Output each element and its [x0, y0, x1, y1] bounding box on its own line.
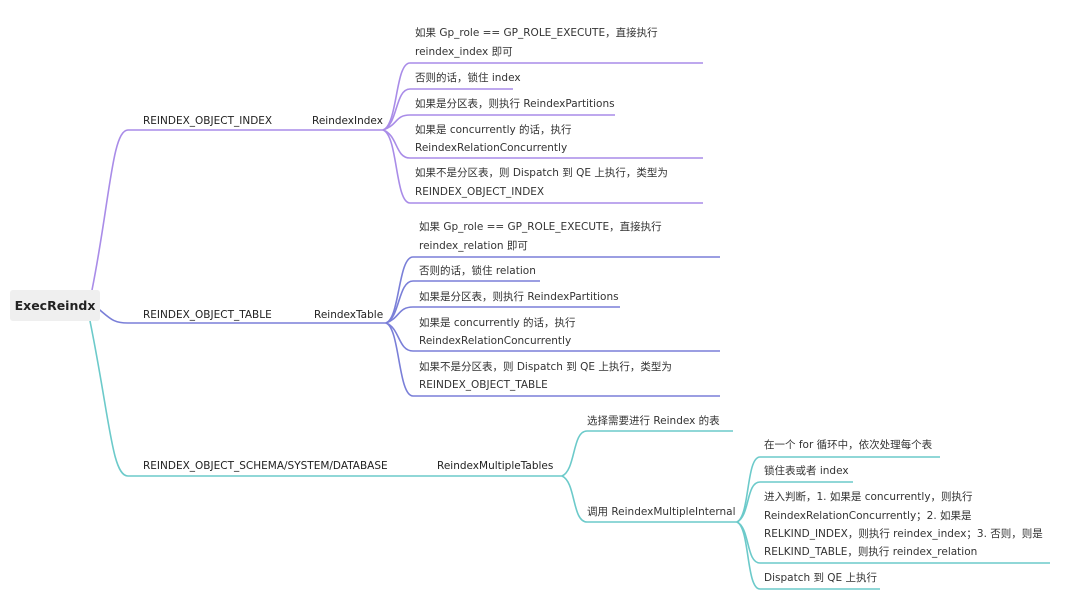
index-child-4-line-1: 如果是 concurrently 的话，执行 [415, 124, 572, 136]
internal-child-3-line-1: 进入判断，1. 如果是 concurrently，则执行 [764, 491, 973, 503]
index-child-2: 否则的话，锁住 index [415, 72, 521, 84]
branch-table-func[interactable]: ReindexTable [314, 309, 384, 321]
table-child-5-line-2: REINDEX_OBJECT_TABLE [419, 379, 548, 391]
index-child-1-line-2: reindex_index 即可 [415, 46, 513, 58]
branch-index-func[interactable]: ReindexIndex [312, 115, 383, 127]
index-child-3: 如果是分区表，则执行 ReindexPartitions [415, 98, 615, 110]
table-child-3: 如果是分区表，则执行 ReindexPartitions [419, 291, 619, 303]
index-child-1-line-1: 如果 Gp_role == GP_ROLE_EXECUTE，直接执行 [415, 27, 658, 39]
index-child-5-line-2: REINDEX_OBJECT_INDEX [415, 186, 545, 198]
branch-table-type[interactable]: REINDEX_OBJECT_TABLE [143, 309, 272, 321]
table-child-5-line-1: 如果不是分区表，则 Dispatch 到 QE 上执行，类型为 [419, 361, 672, 373]
internal-child-1: 在一个 for 循环中，依次处理每个表 [764, 439, 933, 451]
internal-child-3-line-2: ReindexRelationConcurrently；2. 如果是 [764, 510, 972, 522]
schema-child-2[interactable]: 调用 ReindexMultipleInternal [587, 506, 736, 518]
table-child-1-line-2: reindex_relation 即可 [419, 240, 528, 252]
root-node[interactable]: ExecReindx [10, 290, 100, 321]
branch-index-type[interactable]: REINDEX_OBJECT_INDEX [143, 115, 273, 127]
internal-child-3-line-4: RELKIND_TABLE，则执行 reindex_relation [764, 546, 978, 558]
schema-child-1: 选择需要进行 Reindex 的表 [587, 415, 720, 427]
index-child-4-line-2: ReindexRelationConcurrently [415, 142, 568, 154]
table-child-4-line-1: 如果是 concurrently 的话，执行 [419, 317, 576, 329]
internal-child-3-line-3: RELKIND_INDEX，则执行 reindex_index；3. 否则，则是 [764, 528, 1043, 540]
table-child-4-line-2: ReindexRelationConcurrently [419, 335, 572, 347]
branch-schema-type[interactable]: REINDEX_OBJECT_SCHEMA/SYSTEM/DATABASE [143, 460, 388, 472]
table-child-2: 否则的话，锁住 relation [419, 265, 536, 277]
internal-child-2: 锁住表或者 index [764, 465, 849, 477]
table-child-1-line-1: 如果 Gp_role == GP_ROLE_EXECUTE，直接执行 [419, 221, 662, 233]
index-child-5-line-1: 如果不是分区表，则 Dispatch 到 QE 上执行，类型为 [415, 167, 668, 179]
branch-schema-func[interactable]: ReindexMultipleTables [437, 460, 554, 472]
internal-child-4: Dispatch 到 QE 上执行 [764, 572, 878, 584]
